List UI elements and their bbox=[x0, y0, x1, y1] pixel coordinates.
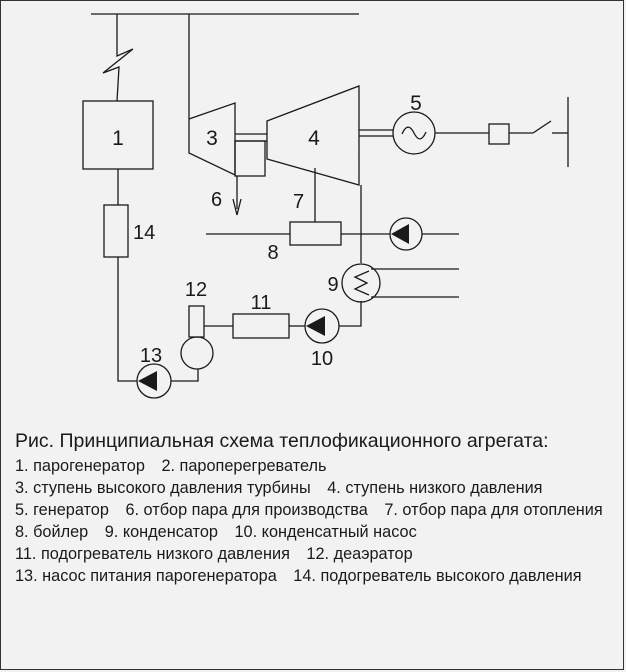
label-10: 10 bbox=[311, 348, 333, 370]
transformer-box bbox=[488, 123, 510, 145]
generator-sine-icon bbox=[401, 126, 427, 140]
label-6: 6 bbox=[211, 189, 222, 211]
label-9: 9 bbox=[327, 274, 338, 296]
legend-item: 13. насос питания парогенератора bbox=[15, 567, 277, 585]
label-13: 13 bbox=[140, 345, 162, 367]
legend-item: 1. парогенератор bbox=[15, 457, 145, 475]
pipe-9-10 bbox=[339, 301, 362, 327]
switch-blade bbox=[532, 120, 552, 134]
legend-item: 10. конденсатный насос bbox=[234, 523, 417, 541]
steam-generator-feed-line bbox=[102, 14, 134, 102]
label-14: 14 bbox=[133, 222, 155, 244]
network-pump-arrow bbox=[391, 224, 409, 244]
legend-item: 14. подогреватель высокого давления bbox=[293, 567, 582, 585]
thermal-scheme-diagram: 1 14 13 12 11 10 3 4 6 5 bbox=[82, 13, 569, 399]
label-12: 12 bbox=[185, 279, 207, 301]
production-extraction-arrow bbox=[232, 198, 242, 216]
lp-heater-box bbox=[232, 313, 290, 339]
legend-item: 8. бойлер bbox=[15, 523, 89, 541]
caption-title: Рис. Принципиальная схема теплофикационн… bbox=[15, 430, 549, 452]
label-4: 4 bbox=[308, 127, 320, 150]
feed-pump-arrow bbox=[138, 371, 157, 391]
legend-item: 5. генератор bbox=[15, 501, 109, 519]
condensate-pump-arrow bbox=[306, 316, 325, 336]
legend-item: 9. конденсатор bbox=[104, 523, 218, 541]
label-7: 7 bbox=[293, 191, 304, 213]
crossover-box bbox=[234, 140, 266, 177]
hp-heater-box bbox=[103, 204, 129, 258]
label-3: 3 bbox=[206, 127, 218, 150]
label-5: 5 bbox=[410, 92, 422, 115]
legend-item: 3. ступень высокого давления турбины bbox=[15, 479, 311, 497]
figure-caption: Рис. Принципиальная схема теплофикационн… bbox=[15, 429, 615, 587]
condenser-circle bbox=[341, 263, 381, 303]
condenser-coil-icon bbox=[353, 270, 370, 296]
legend-item: 2. пароперегреватель bbox=[161, 457, 327, 475]
deaerator-column bbox=[188, 305, 205, 338]
label-1: 1 bbox=[112, 127, 124, 150]
lp-turbine-stage bbox=[266, 85, 360, 186]
deaerator-circle bbox=[180, 336, 214, 370]
boiler-box bbox=[289, 221, 342, 246]
legend-item: 6. отбор пара для производства bbox=[125, 501, 368, 519]
legend-item: 11. подогреватель низкого давления bbox=[15, 545, 290, 563]
legend: 1. парогенератор 2. пароперегреватель 3.… bbox=[15, 455, 615, 587]
legend-item: 12. деаэратор bbox=[306, 545, 413, 563]
pipe-14-13 bbox=[117, 257, 137, 382]
legend-item: 4. ступень низкого давления bbox=[327, 479, 543, 497]
label-11: 11 bbox=[251, 292, 272, 314]
legend-item: 7. отбор пара для отопления bbox=[384, 501, 603, 519]
label-8: 8 bbox=[267, 242, 278, 264]
pipe-13-12 bbox=[171, 369, 199, 382]
